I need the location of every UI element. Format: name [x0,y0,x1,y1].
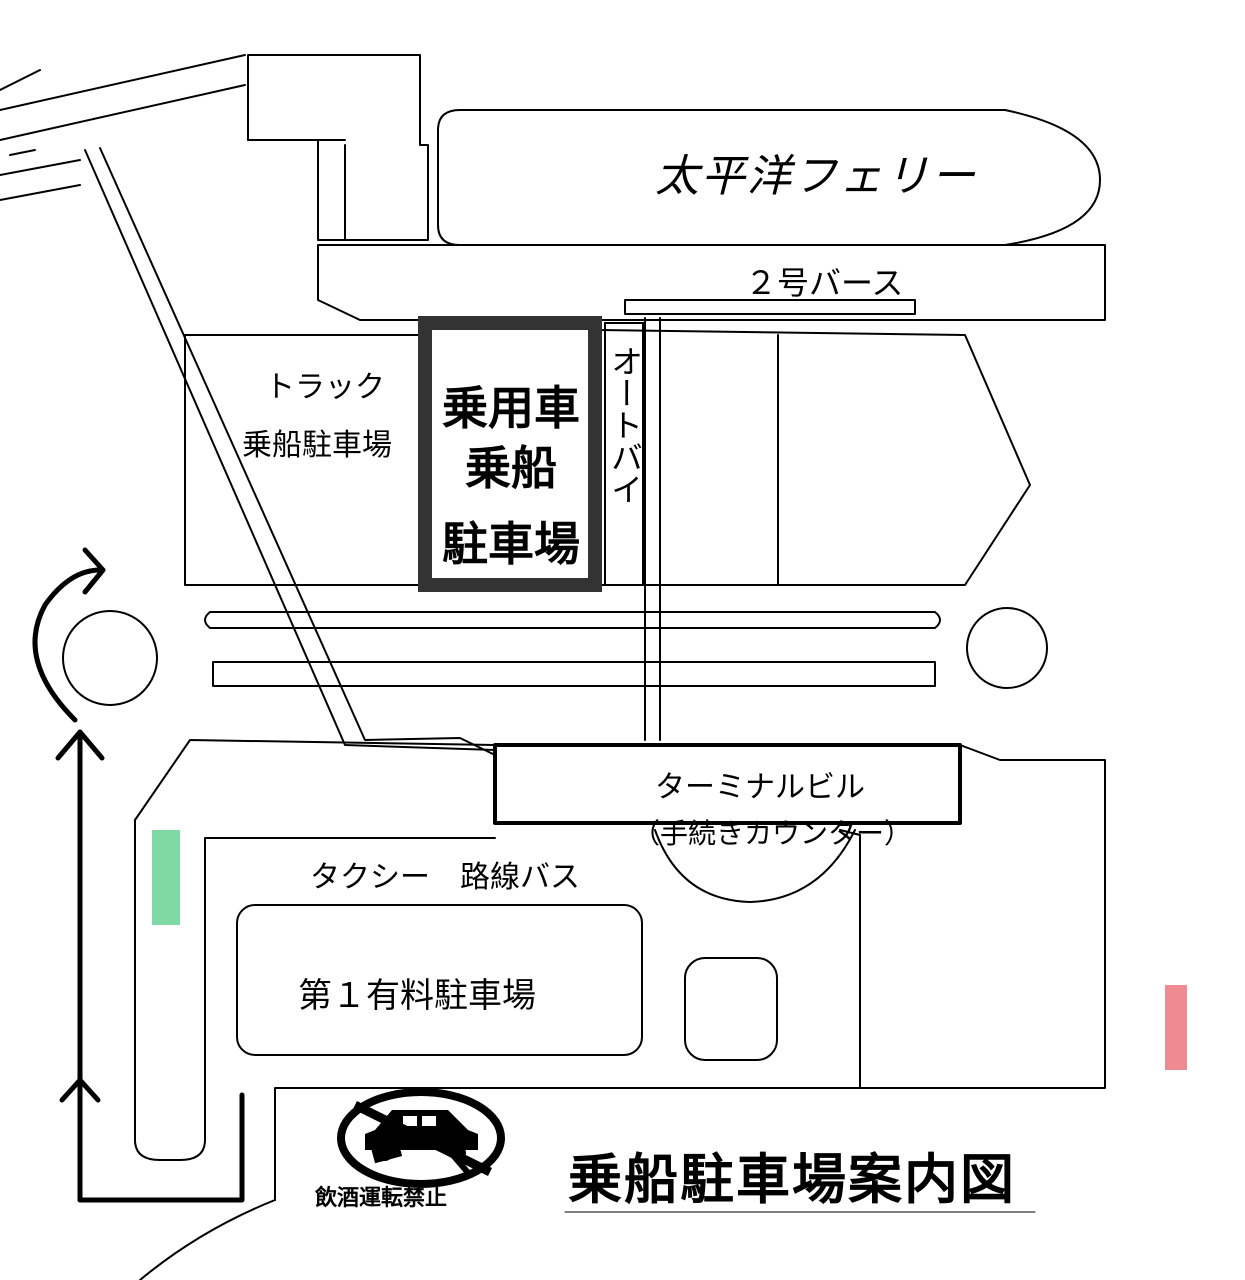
car-parking-label-1: 乗用車 [442,381,580,435]
car-parking-label-3: 駐車場 [442,517,580,571]
small-block [684,957,778,1061]
roundabout-left [62,610,158,706]
berth-quay [317,244,1106,321]
no-drink-driving-icon [337,1088,505,1188]
counter-label: （手続きカウンター） [632,817,913,850]
route-arrow-head [55,729,105,761]
gangway [624,299,916,315]
ferry-name-label: 太平洋フェリー [655,151,977,202]
diagonal-road [84,149,496,751]
roundabout-arrow [32,567,103,723]
no-drink-driving-label: 飲酒運転禁止 [315,1186,448,1211]
berth-label: ２号バース [745,264,904,302]
road-strip [212,661,936,687]
road-strip [204,611,941,629]
paid-parking-label: 第１有料駐車場 [298,976,536,1016]
quay-right [599,329,1031,586]
truck-parking-label-2: 乗船駐車場 [242,428,392,463]
car-parking-lot [418,316,602,592]
pink-marker [1165,985,1187,1070]
road-line [0,159,81,176]
roundabout-right [966,607,1048,689]
car-parking-label-2: 乗船 [465,441,557,495]
road-line [0,184,81,201]
map-title: 乗船駐車場案内図 [568,1148,1016,1211]
roundabout-arrow-head [82,547,106,595]
motorbike-label: オートバイ [606,345,644,505]
taxi-bus-label: タクシー 路線バス [310,860,580,895]
terminal-label: ターミナルビル [655,770,865,805]
terminal-building [493,743,962,825]
truck-parking-label-1: トラック [265,370,385,405]
motorbike-parking [604,322,644,586]
ferry-shape [437,109,1101,246]
road-line [0,54,246,111]
road-line [0,84,246,141]
route-arrow-head [59,1077,101,1103]
route-arrow-line [77,1092,245,1203]
paid-parking-lot [236,904,643,1056]
counter-arc [654,829,856,903]
green-marker [152,830,180,925]
lower-area-outline [134,739,496,821]
